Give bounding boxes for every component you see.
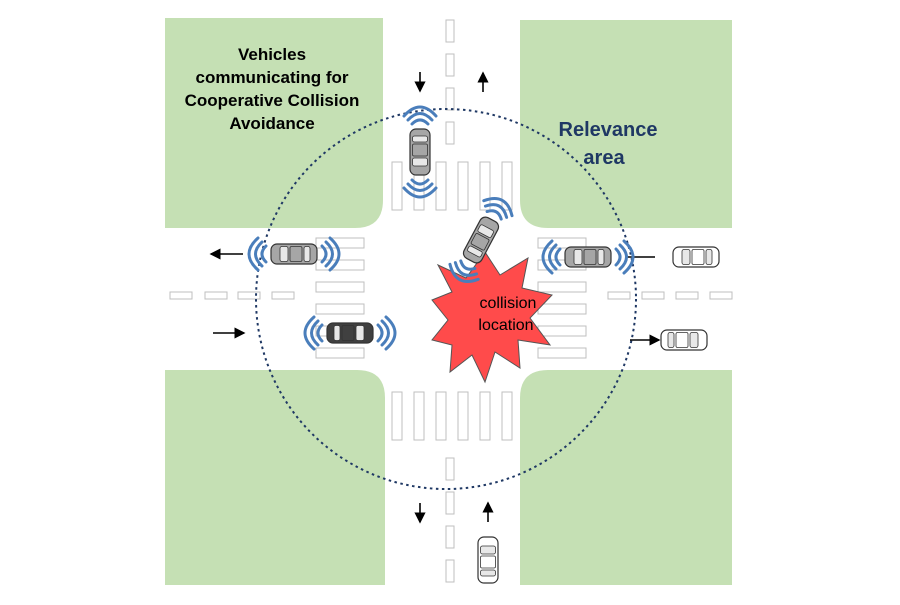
explosion-icon xyxy=(431,251,553,384)
car-icon xyxy=(326,322,374,344)
vehicle-westbound-right xyxy=(541,239,635,275)
car-icon xyxy=(477,536,499,584)
vehicles-label: Vehicles communicating for Cooperative C… xyxy=(185,45,360,133)
svg-text:Relevance: Relevance xyxy=(559,119,658,141)
city-block-bottom-left xyxy=(165,370,385,585)
car-icon xyxy=(270,243,318,265)
car-icon xyxy=(660,329,708,351)
car-icon xyxy=(460,214,502,266)
svg-text:collision: collision xyxy=(480,295,537,312)
svg-text:communicating for: communicating for xyxy=(195,68,348,87)
crosswalk-right xyxy=(537,237,587,359)
vehicle-southbound-top xyxy=(402,105,438,199)
vehicle-westbound-left xyxy=(247,236,341,272)
svg-text:Avoidance: Avoidance xyxy=(229,114,314,133)
car-icon xyxy=(564,246,612,268)
relevance-area-circle xyxy=(255,108,637,490)
city-block-bottom-right xyxy=(520,370,732,585)
relevance-area-label: Relevance area xyxy=(559,119,658,169)
city-block-top-right xyxy=(520,20,732,228)
traffic-arrows xyxy=(209,71,661,524)
collision-location-label: collision location xyxy=(478,295,536,334)
crosswalk-top xyxy=(391,161,513,211)
svg-text:Cooperative Collision: Cooperative Collision xyxy=(185,91,360,110)
lane-markings-horizontal xyxy=(169,291,733,300)
car-icon xyxy=(409,128,431,176)
svg-text:area: area xyxy=(583,147,625,169)
car-icon xyxy=(672,246,720,268)
vehicle-eastbound-left-dark xyxy=(303,315,397,351)
svg-text:location: location xyxy=(478,317,533,334)
city-block-top-left xyxy=(165,18,383,228)
lane-markings-vertical xyxy=(445,19,455,583)
svg-text:Vehicles: Vehicles xyxy=(238,45,306,64)
crosswalk-bottom xyxy=(391,391,513,441)
